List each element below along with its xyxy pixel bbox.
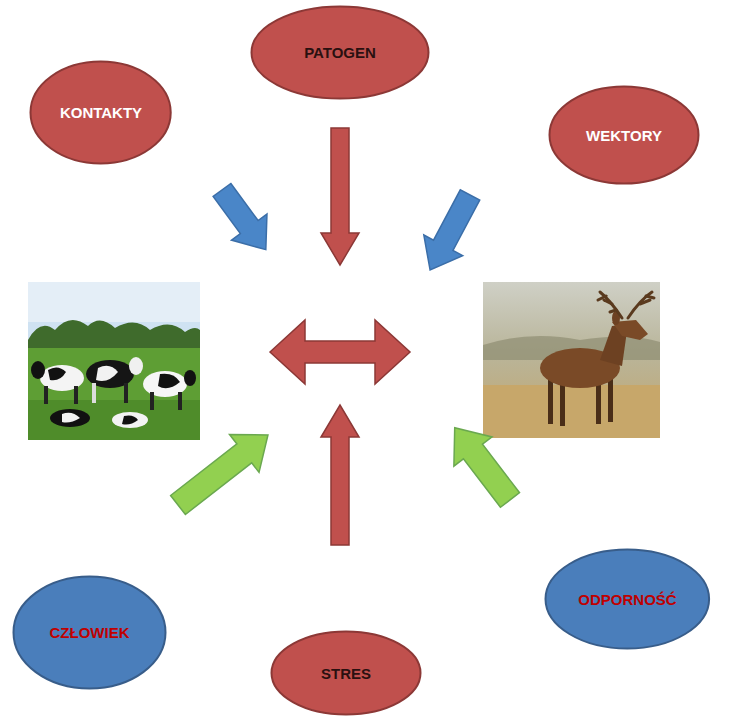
factor-label: WEKTORY [586,127,662,144]
ellipse-shape [272,632,421,715]
wektory-arrow [411,185,490,281]
factor-label: KONTAKTY [60,104,142,121]
deer-photo [483,282,660,438]
ellipse-shape [252,7,429,99]
ellipse-shape [550,87,699,184]
factor-label: ODPORNOŚĆ [578,591,676,608]
block-arrow [321,405,359,545]
ellipse-shape [14,577,166,689]
ellipse-shape [31,62,171,164]
factor-ellipse: STRES [270,630,422,716]
czlowiek-arrow [163,416,282,524]
factor-ellipse: CZŁOWIEK [12,575,167,690]
factor-ellipse: ODPORNOŚĆ [544,548,711,650]
block-arrow [411,185,490,281]
factor-label: STRES [321,665,371,682]
factor-ellipse: WEKTORY [548,85,700,185]
block-arrow [163,416,282,524]
factor-label: PATOGEN [304,44,376,61]
ellipse-shape [546,550,710,649]
block-arrow [436,413,529,514]
stres-arrow [321,405,359,545]
factor-label: CZŁOWIEK [50,624,130,641]
factor-ellipse: PATOGEN [250,5,430,100]
patogen-arrow [321,128,359,265]
odpornosc-arrow [436,413,529,514]
cows-photo [28,282,200,440]
kontakty-arrow [204,177,283,263]
factor-ellipse: KONTAKTY [29,60,172,165]
block-arrow [321,128,359,265]
block-arrow [204,177,283,263]
double-arrow [270,320,410,384]
